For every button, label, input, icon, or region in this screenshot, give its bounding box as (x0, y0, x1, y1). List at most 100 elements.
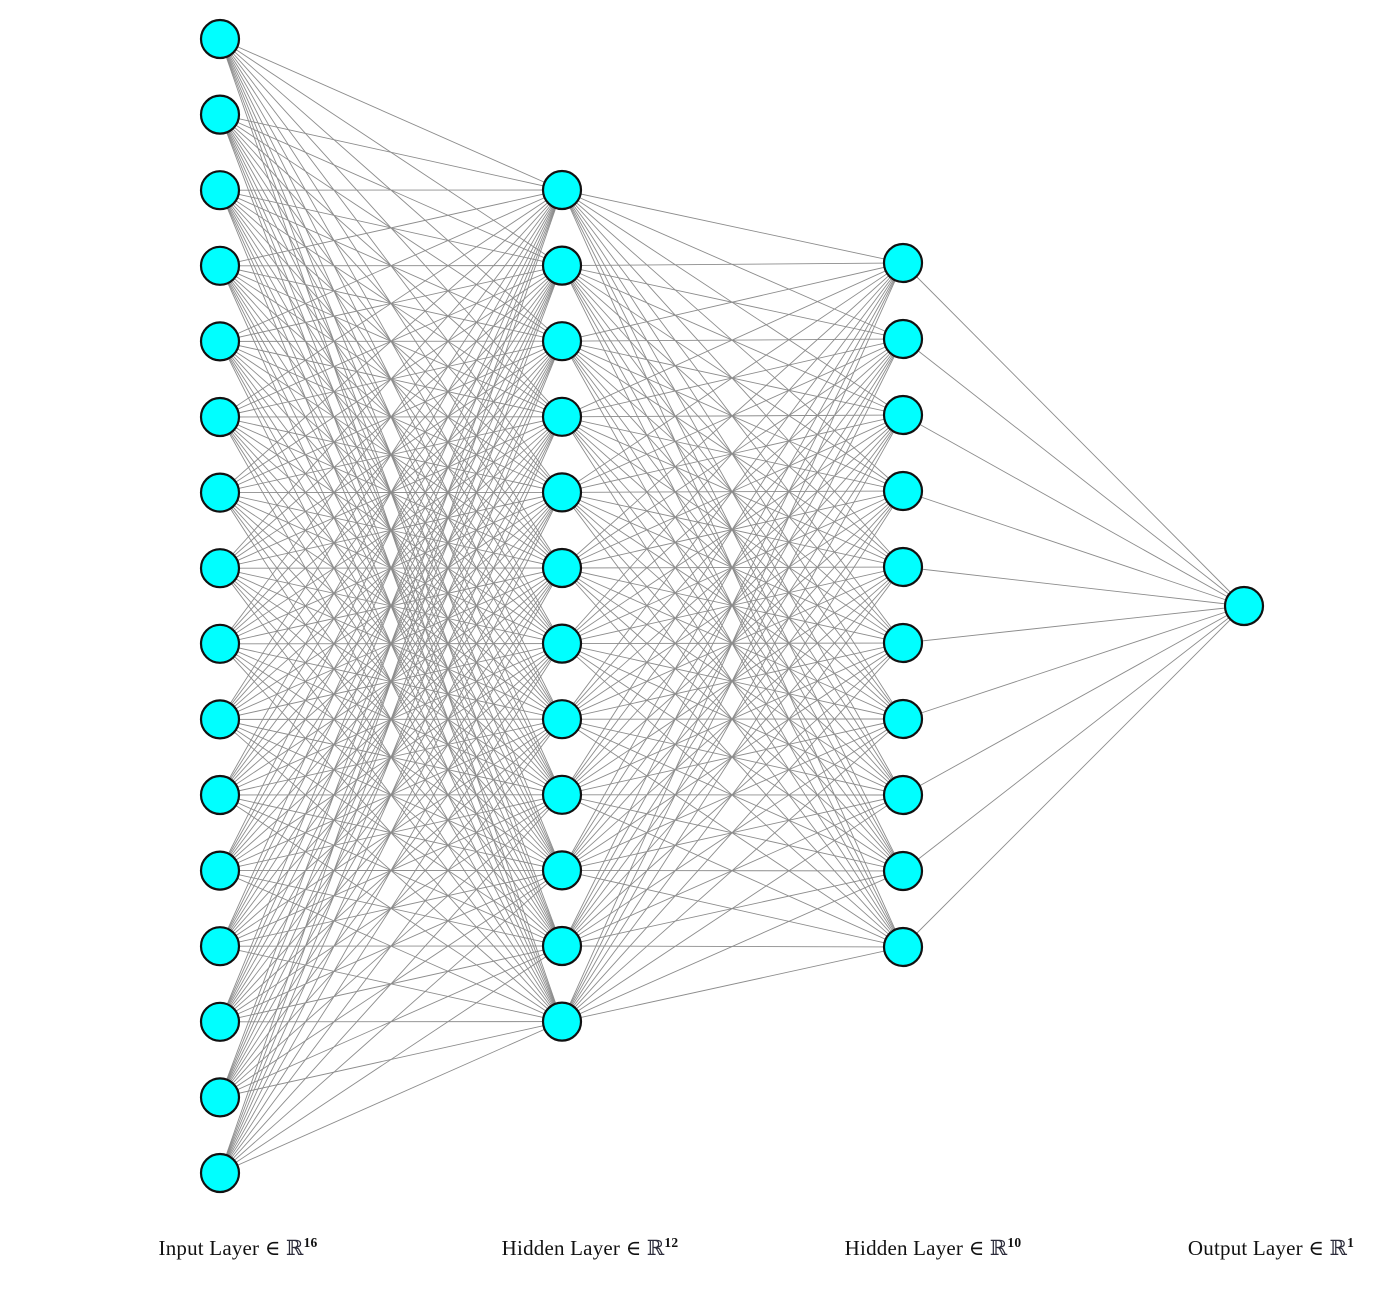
neuron-node-input-layer-8[interactable] (199, 548, 241, 589)
connection-line (219, 643, 563, 1174)
neuron-node-hidden-layer-1-4[interactable] (541, 396, 583, 437)
layer-label-hidden-layer-2: Hidden Layer ∈ ℝ10 (845, 1235, 1022, 1260)
layer-label-output-layer: Output Layer ∈ ℝ1 (1188, 1235, 1354, 1260)
connection-line (561, 642, 904, 1022)
dimension-exponent: 1 (1347, 1235, 1354, 1250)
neuron-node-input-layer-9[interactable] (199, 623, 241, 664)
neuron-node-hidden-layer-2-2[interactable] (882, 318, 924, 360)
connection-line (561, 262, 904, 796)
connection-line (561, 718, 904, 1022)
connection-line (902, 605, 1245, 796)
connection-line (902, 414, 1245, 607)
connection-line (561, 262, 904, 1022)
connection-line (902, 605, 1245, 872)
connection-line (219, 416, 563, 1174)
neuron-node-input-layer-3[interactable] (199, 170, 241, 211)
connection-line (219, 189, 563, 796)
connection-line (561, 338, 904, 1022)
connection-line (219, 114, 563, 191)
connection-line (219, 189, 563, 645)
neuron-node-input-layer-11[interactable] (199, 774, 241, 816)
connection-line (902, 605, 1245, 644)
element-of-symbol: ∈ (1308, 1236, 1329, 1260)
connection-line (902, 566, 1245, 607)
layer-label-input-layer: Input Layer ∈ ℝ16 (159, 1235, 318, 1260)
neuron-node-input-layer-16[interactable] (199, 1152, 241, 1194)
neuron-node-hidden-layer-1-8[interactable] (541, 699, 583, 740)
neuron-node-input-layer-2[interactable] (199, 94, 241, 135)
neuron-node-hidden-layer-1-5[interactable] (541, 472, 583, 513)
neuron-node-input-layer-15[interactable] (199, 1077, 241, 1118)
connection-line (561, 262, 904, 569)
connection-line (561, 414, 904, 1022)
layer-label-text: Hidden Layer (845, 1236, 969, 1260)
neuron-node-input-layer-1[interactable] (199, 18, 241, 60)
neuron-node-hidden-layer-1-11[interactable] (541, 925, 583, 967)
neuron-node-hidden-layer-2-5[interactable] (882, 546, 924, 588)
neuron-node-hidden-layer-2-7[interactable] (882, 698, 924, 740)
layer-label-hidden-layer-1: Hidden Layer ∈ ℝ12 (502, 1235, 679, 1260)
connection-line (219, 265, 563, 1174)
layer-label-text: Hidden Layer (502, 1236, 626, 1260)
real-numbers-symbol: ℝ (286, 1236, 304, 1260)
dimension-exponent: 16 (304, 1235, 318, 1250)
neuron-node-hidden-layer-2-10[interactable] (882, 926, 924, 968)
neuron-node-hidden-layer-2-4[interactable] (882, 470, 924, 512)
element-of-symbol: ∈ (969, 1236, 990, 1260)
neuron-node-hidden-layer-2-3[interactable] (882, 394, 924, 436)
connection-line (219, 189, 563, 1174)
element-of-symbol: ∈ (626, 1236, 647, 1260)
connection-line (561, 189, 904, 264)
nodes-hidden-layer-2 (882, 242, 924, 968)
neuron-node-hidden-layer-1-6[interactable] (541, 547, 583, 589)
connection-line (561, 262, 904, 947)
edge-bundle-input-layer-to-hidden-layer-1 (219, 38, 563, 1174)
nodes-hidden-layer-1 (541, 169, 583, 1042)
neuron-node-hidden-layer-1-2[interactable] (541, 245, 583, 286)
nodes-output-layer (1223, 585, 1265, 627)
connection-line (219, 189, 563, 342)
neuron-node-hidden-layer-1-10[interactable] (541, 850, 583, 891)
neuron-node-hidden-layer-1-7[interactable] (541, 623, 583, 664)
edges-group (219, 38, 1245, 1174)
neuron-node-hidden-layer-1-12[interactable] (541, 1001, 583, 1042)
connection-line (219, 794, 563, 1174)
neuron-node-hidden-layer-2-9[interactable] (882, 850, 924, 892)
connection-line (561, 262, 904, 418)
neuron-node-hidden-layer-1-3[interactable] (541, 321, 583, 362)
neuron-node-hidden-layer-1-9[interactable] (541, 774, 583, 815)
connection-line (219, 189, 563, 871)
neuron-node-hidden-layer-1-1[interactable] (541, 169, 583, 211)
connection-line (219, 718, 563, 1174)
neuron-node-hidden-layer-2-1[interactable] (882, 242, 924, 284)
neuron-node-input-layer-13[interactable] (199, 926, 241, 967)
neuron-node-input-layer-5[interactable] (199, 321, 241, 362)
edge-bundle-hidden-layer-2-to-output-layer (902, 262, 1245, 948)
connection-line (219, 189, 563, 1022)
neuron-node-hidden-layer-2-6[interactable] (882, 622, 924, 664)
neuron-node-input-layer-4[interactable] (199, 245, 241, 286)
connection-line (561, 794, 904, 1022)
nodes-input-layer (199, 18, 241, 1194)
connection-line (219, 492, 563, 1174)
connection-line (219, 189, 563, 1098)
connection-line (219, 341, 563, 1174)
neuron-node-input-layer-6[interactable] (199, 396, 241, 438)
neuron-node-input-layer-7[interactable] (199, 472, 241, 513)
connection-line (902, 490, 1245, 607)
neuron-node-output-layer-1[interactable] (1223, 585, 1265, 627)
connection-line (902, 605, 1245, 948)
element-of-symbol: ∈ (265, 1236, 286, 1260)
real-numbers-symbol: ℝ (1330, 1236, 1348, 1260)
connection-line (219, 189, 563, 947)
connection-line (219, 945, 563, 1174)
connection-line (561, 566, 904, 1022)
neuron-node-input-layer-10[interactable] (199, 699, 241, 740)
connection-line (561, 262, 904, 493)
neuron-node-hidden-layer-2-8[interactable] (882, 774, 924, 816)
connection-line (561, 490, 904, 1022)
connection-line (561, 870, 904, 1023)
neuron-node-input-layer-14[interactable] (199, 1001, 241, 1042)
neuron-node-input-layer-12[interactable] (199, 850, 241, 891)
